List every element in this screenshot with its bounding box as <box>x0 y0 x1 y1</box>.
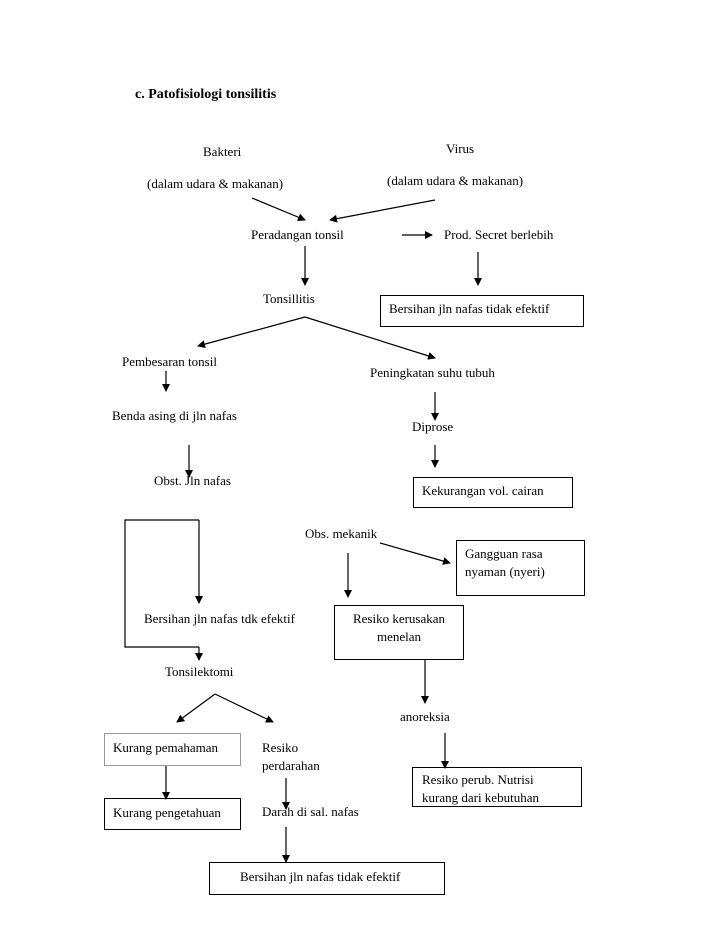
node-bersihan-jln-nafas-final: Bersihan jln nafas tidak efektif <box>209 862 445 895</box>
node-peradangan-tonsil: Peradangan tonsil <box>251 227 344 242</box>
arrow-tonsilektomi-to-kurang <box>176 693 216 723</box>
node-pembesaran-tonsil: Pembesaran tonsil <box>122 354 217 369</box>
node-obst-jln-nafas: Obst. Jln nafas <box>154 473 231 488</box>
node-bersihan-jln-nafas-tdk: Bersihan jln nafas tdk efektif <box>135 605 320 636</box>
node-bersihan-jln-nafas-1: Bersihan jln nafas tidak efektif <box>380 295 584 327</box>
node-tonsilektomi: Tonsilektomi <box>165 664 234 679</box>
arrow-tonsillitis-to-pembesaran <box>197 316 306 349</box>
node-darah-di-sal-nafas: Darah di sal. nafas <box>262 804 359 819</box>
arrow-obs-to-gangguan <box>379 542 451 565</box>
node-obs-mekanik: Obs. mekanik <box>305 526 378 541</box>
node-prod-secret: Prod. Secret berlebih <box>444 227 554 242</box>
node-diprose: Diprose <box>412 419 454 434</box>
node-gangguan-rasa-nyaman: Gangguan rasa nyaman (nyeri) <box>456 540 585 596</box>
node-benda-asing: Benda asing di jln nafas <box>112 408 237 423</box>
node-resiko-perub-nutrisi: Resiko perub. Nutrisi kurang dari kebutu… <box>412 767 582 807</box>
feedback-bracket <box>124 519 199 648</box>
node-peningkatan-suhu: Peningkatan suhu tubuh <box>370 365 495 380</box>
node-bakteri: Bakteri <box>203 144 242 159</box>
node-virus-source: (dalam udara & makanan) <box>387 173 524 188</box>
arrow-bakteri-to-peradangan <box>251 197 306 222</box>
page-title: c. Patofisiologi tonsilitis <box>135 87 277 102</box>
arrow-virus-to-peradangan <box>329 199 436 223</box>
arrow-tonsilektomi-to-resiko-perdarahan <box>214 693 274 723</box>
node-kurang-pengetahuan: Kurang pengetahuan <box>104 798 241 830</box>
arrow-tonsillitis-to-peningkatan <box>304 316 436 360</box>
node-anoreksia: anoreksia <box>400 709 450 724</box>
node-tonsillitis: Tonsillitis <box>263 291 315 306</box>
node-resiko-perdarahan: Resiko perdarahan <box>262 740 320 773</box>
node-kurang-pemahaman: Kurang pemahaman <box>104 733 241 766</box>
node-bakteri-source: (dalam udara & makanan) <box>147 176 284 191</box>
node-virus: Virus <box>446 141 475 156</box>
node-resiko-kerusakan-menelan: Resiko kerusakan menelan <box>334 605 464 660</box>
node-kekurangan-vol-cairan: Kekurangan vol. cairan <box>413 477 573 508</box>
